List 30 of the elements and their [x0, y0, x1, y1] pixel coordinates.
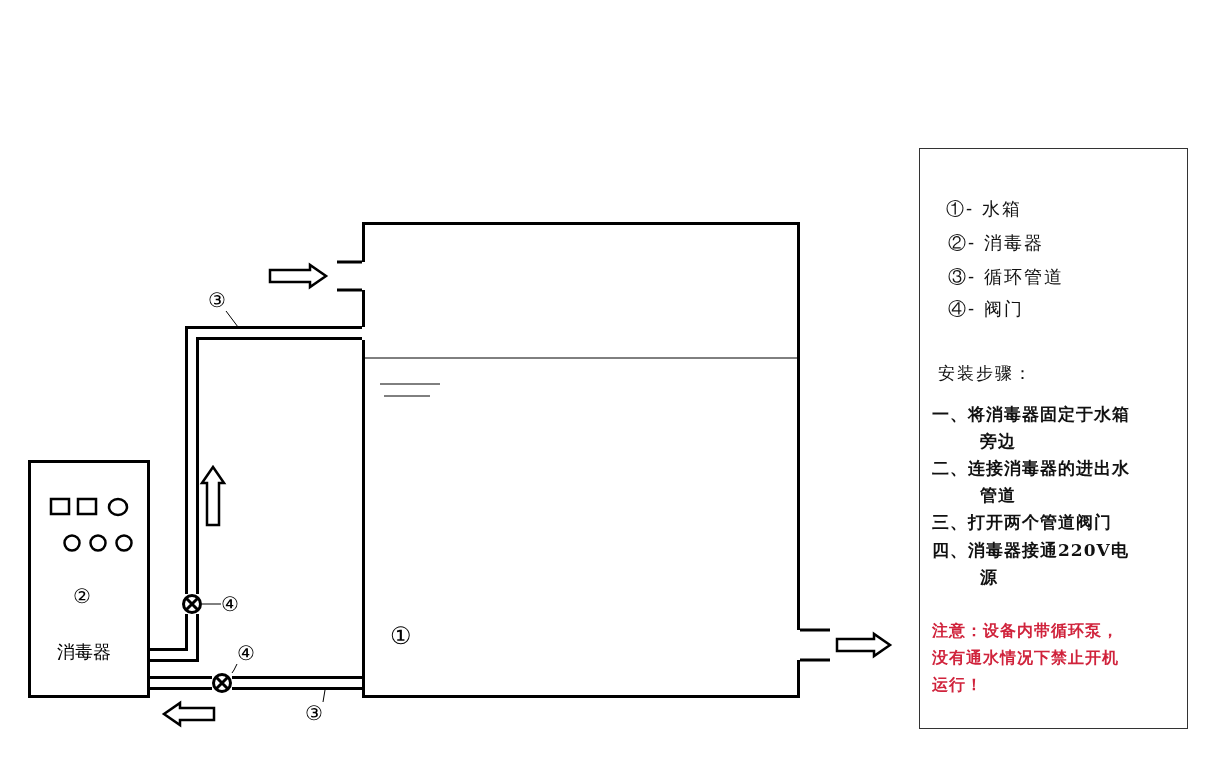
disinfector-cabinet: [28, 460, 150, 698]
callout-number: ③: [208, 289, 226, 311]
pipe: [150, 614, 199, 662]
step-text: 四、消毒器接通220V电源: [932, 539, 1130, 589]
callout-number: ④: [237, 642, 255, 664]
legend-entry: ②- 消毒器: [948, 231, 1044, 255]
valve-symbol: [212, 673, 232, 693]
legend-entry: ④- 阀门: [948, 297, 1024, 321]
leader-line: [322, 689, 326, 703]
step-text: 二、连接消毒器的进出水管道: [932, 457, 1131, 507]
step-text: 三、打开两个管道阀门: [932, 511, 1113, 534]
pipe: [150, 676, 212, 690]
leader-line: [231, 663, 238, 674]
callout-number: ②: [73, 585, 91, 607]
legend-entry: ③- 循环管道: [948, 265, 1064, 289]
section-heading: 安装步骤：: [938, 362, 1033, 385]
leader-line: [225, 310, 239, 328]
pipe: [185, 326, 362, 594]
legend-entry: ①- 水箱: [946, 197, 1022, 221]
callout-number: ④: [221, 593, 239, 615]
valve-symbol: [182, 594, 202, 614]
warning-note: 注意：设备内带循环泵，没有通水情况下禁止开机运行！: [932, 620, 1120, 696]
callout-number: ①: [390, 623, 412, 649]
pipe: [232, 676, 362, 690]
step-text: 一、将消毒器固定于水箱旁边: [932, 403, 1131, 453]
callout-number: ③: [305, 702, 323, 724]
leader-line: [201, 603, 222, 605]
water-tank: [362, 222, 800, 698]
direction-arrow: [161, 700, 216, 728]
device-label: 消毒器: [57, 641, 111, 663]
